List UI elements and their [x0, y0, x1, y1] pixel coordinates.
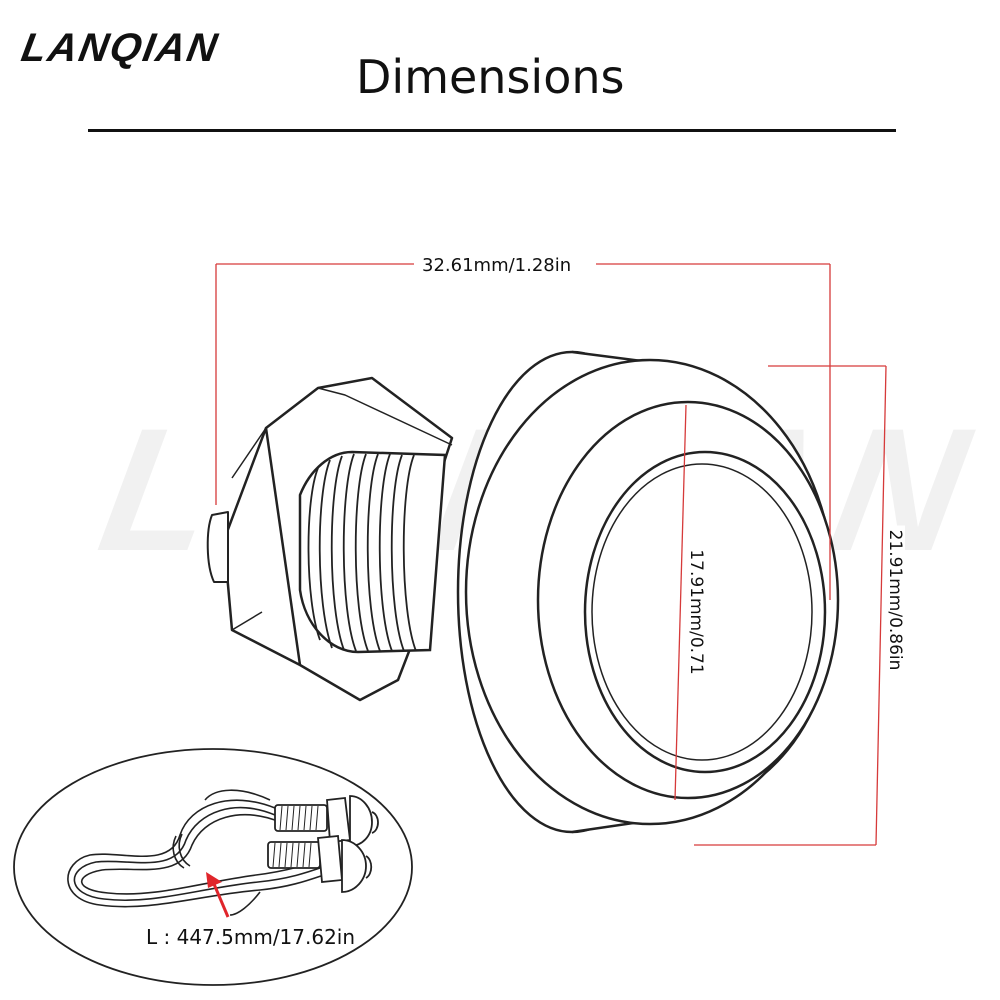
light-cap-icon: [456, 350, 840, 834]
cable-length-label: L : 447.5mm/17.62in: [146, 925, 356, 949]
outer-diameter-label: 21.91mm/0.86in: [885, 525, 905, 675]
accessory-illustration: [13, 748, 413, 986]
page-title: Dimensions: [356, 50, 625, 104]
title-divider: [88, 129, 896, 132]
threaded-shaft-icon: [298, 450, 447, 654]
width-dimension-label: 32.61mm/1.28in: [418, 255, 576, 276]
inner-diameter-label: 17.91mm/0.71: [686, 549, 706, 675]
dimension-lines: [215, 263, 887, 846]
red-arrow-icon: [206, 872, 230, 918]
